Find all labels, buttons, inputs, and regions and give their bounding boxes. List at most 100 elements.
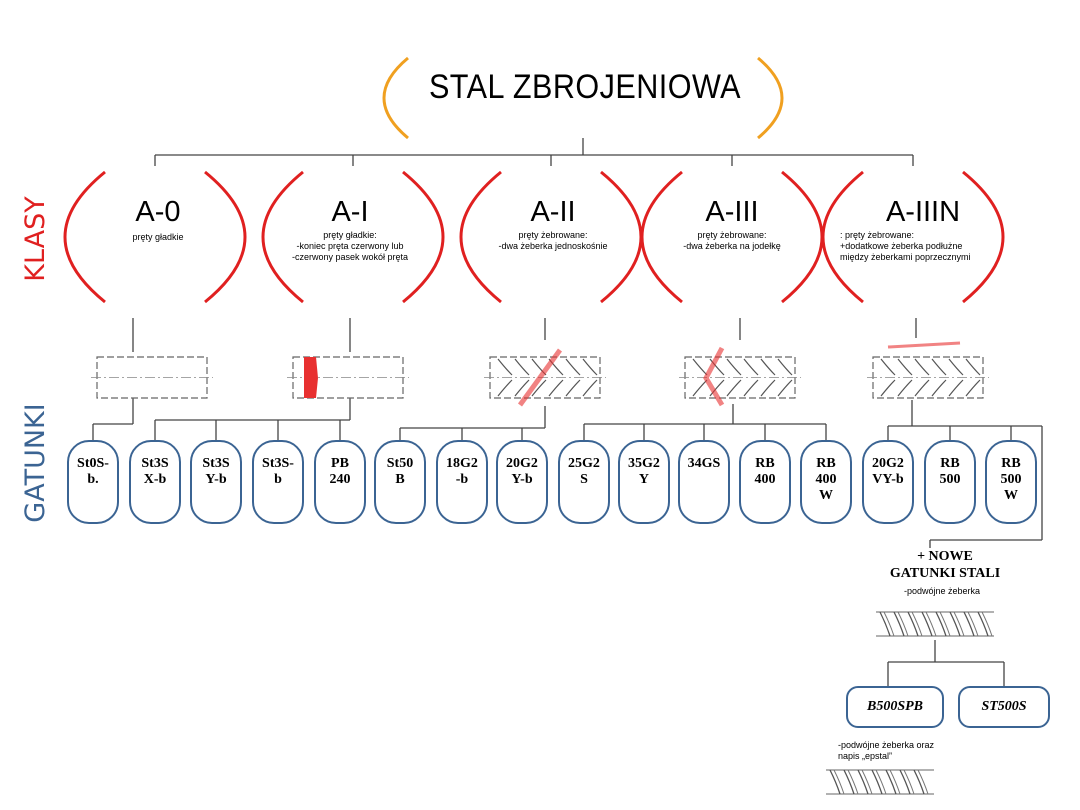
bar-rib: [948, 379, 964, 397]
grade-20g2vy-b: 20G2 VY-b: [862, 440, 914, 524]
new-grade-b500spb: B500SPB: [846, 686, 944, 728]
bar-rib: [914, 379, 930, 397]
bar-rib: [777, 379, 793, 397]
bar-rib: [911, 611, 923, 637]
bar-illustration-0: [91, 356, 213, 399]
new-grade-item-note: -podwójne żeberka oraz napis „epstal”: [838, 740, 935, 761]
bar-rib: [857, 769, 869, 795]
bar-longitudinal-rib: [887, 341, 961, 349]
bar-rib: [847, 769, 859, 795]
grade-st3sy-b: St3S Y-b: [190, 440, 242, 524]
grade-35g2y: 35G2 Y: [618, 440, 670, 524]
bar-rib: [963, 611, 975, 637]
bar-rib: [709, 379, 725, 397]
class-bracket-left-1: [261, 170, 304, 304]
bar-rib: [843, 769, 855, 795]
bar-rib: [871, 769, 883, 795]
grade-20g2y-b: 20G2 Y-b: [496, 440, 548, 524]
bar-rib: [514, 358, 530, 376]
bar-rib: [582, 358, 598, 376]
grade-st3s-b: St3S- b: [252, 440, 304, 524]
bar-rib: [907, 611, 919, 637]
class-desc-a3n: : pręty żebrowane: +dodatkowe żeberka po…: [840, 230, 971, 262]
bar-rib: [899, 769, 911, 795]
grade-25g2s: 25G2 S: [558, 440, 610, 524]
bar-rib: [949, 611, 961, 637]
new-grade-st500s: ST500S: [958, 686, 1050, 728]
class-bracket-right-0: [204, 170, 247, 304]
bar-rib: [953, 611, 965, 637]
class-desc-a2: pręty żebrowane: -dwa żeberka jednoskośn…: [498, 230, 608, 251]
bar-rib: [925, 611, 937, 637]
bar-rib: [743, 358, 759, 376]
class-bracket-right-1: [402, 170, 445, 304]
classes-side-label: KLASY: [20, 196, 51, 282]
bar-illustration-3: [679, 346, 801, 407]
bar-rib: [903, 769, 915, 795]
bar-rib: [565, 379, 581, 397]
bar-rib: [967, 611, 979, 637]
bar-rib: [897, 611, 909, 637]
class-desc-a1: pręty gładkie: -koniec pręta czerwony lu…: [291, 230, 409, 262]
bar-rib: [777, 358, 793, 376]
class-name-a1: A-I: [331, 196, 369, 228]
bar-rib: [531, 379, 547, 397]
bar-rib: [885, 769, 897, 795]
bar-rib: [948, 358, 964, 376]
bar-oblique-rib: [517, 348, 563, 407]
bar-rib: [726, 379, 742, 397]
bar-illustration-4: [867, 341, 989, 399]
bar-rib: [880, 358, 896, 376]
bar-rib: [977, 611, 989, 637]
class-desc-a0: pręty gładkie: [132, 232, 184, 242]
class-desc-a3: pręty żebrowane: -dwa żeberka na jodełkę: [683, 230, 781, 251]
arc-brackets: [63, 56, 1005, 304]
bar-rib: [743, 379, 759, 397]
bar-red-band: [304, 357, 318, 398]
bar-rib: [897, 358, 913, 376]
bar-rib: [965, 379, 981, 397]
bar-rib: [861, 769, 873, 795]
class-name-a3n: A-IIIN: [885, 196, 961, 228]
grade-18g2-b: 18G2 -b: [436, 440, 488, 524]
bar-rib: [880, 379, 896, 397]
grade-rb400w: RB 400 W: [800, 440, 852, 524]
bar-rib: [939, 611, 951, 637]
bar-rib: [692, 358, 708, 376]
grade-pb240: PB 240: [314, 440, 366, 524]
bar-rib: [897, 379, 913, 397]
grades-side-label: GATUNKI: [20, 403, 51, 523]
bar-rib: [921, 611, 933, 637]
grade-st3sx-b: St3S X-b: [129, 440, 181, 524]
grade-st0s-b: St0S- b.: [67, 440, 119, 524]
bar-rib: [965, 358, 981, 376]
bar-rib: [931, 379, 947, 397]
bar-rib: [981, 611, 993, 637]
bar-rib: [935, 611, 947, 637]
bar-rib: [879, 611, 891, 637]
bar-illustrations: [91, 341, 994, 795]
grade-rb500: RB 500: [924, 440, 976, 524]
grade-34gs: 34GS: [678, 440, 730, 524]
grade-st50b: St50 B: [374, 440, 426, 524]
bar-rib: [692, 379, 708, 397]
class-bracket-right-4: [962, 170, 1005, 304]
bar-rib: [565, 358, 581, 376]
new-grades-note: -podwójne żeberka: [904, 586, 981, 596]
bar-herringbone-rib: [703, 346, 725, 407]
bar-rib: [893, 611, 905, 637]
class-name-a0: A-0: [135, 196, 181, 228]
root-bracket-right: [757, 56, 784, 140]
bar-rib: [760, 379, 776, 397]
bar-rib: [760, 358, 776, 376]
bar-rib: [497, 358, 513, 376]
bar-rib: [889, 769, 901, 795]
bar-illustration-1: [287, 356, 409, 399]
bar-rib: [709, 358, 725, 376]
bar-rib: [833, 769, 845, 795]
bar-illustration-2: [484, 348, 606, 407]
bar-rib: [548, 379, 564, 397]
class-name-a2: A-II: [530, 196, 576, 228]
class-name-a3: A-III: [705, 196, 759, 228]
